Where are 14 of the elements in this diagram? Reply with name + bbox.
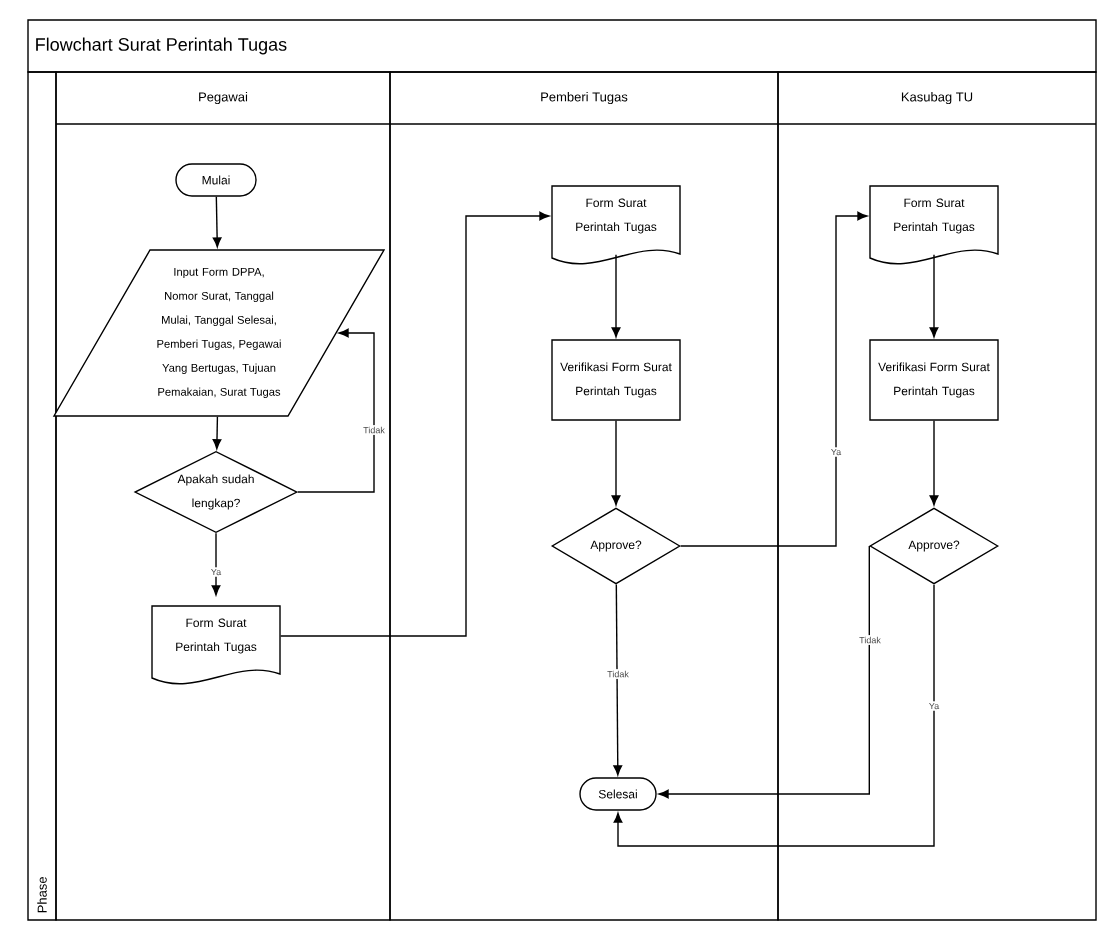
title-band: Flowchart Surat Perintah Tugas bbox=[27, 19, 1097, 73]
arrow bbox=[658, 545, 870, 799]
arrow bbox=[212, 416, 222, 450]
arrow bbox=[297, 328, 375, 493]
arrow bbox=[613, 584, 935, 847]
arrow bbox=[280, 211, 550, 637]
arrow bbox=[613, 583, 623, 776]
arrow bbox=[212, 196, 222, 248]
arrow bbox=[611, 420, 621, 506]
arrow bbox=[929, 420, 939, 506]
arrow bbox=[929, 254, 939, 338]
arrow bbox=[211, 532, 221, 596]
arrow bbox=[611, 254, 621, 338]
arrow bbox=[680, 211, 868, 547]
